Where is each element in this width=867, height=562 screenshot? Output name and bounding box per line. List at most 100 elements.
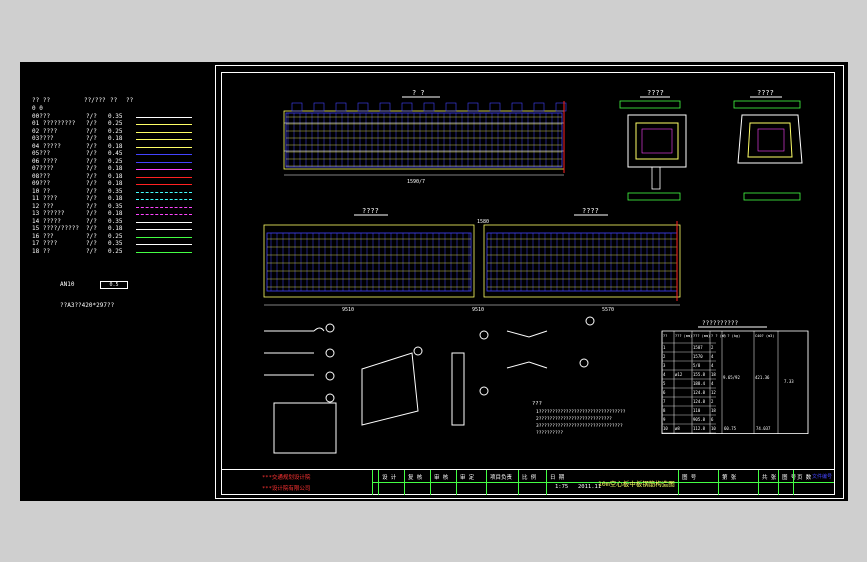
layer-name: 04 ????? — [32, 142, 61, 150]
layer-line-sample — [136, 169, 192, 170]
paper-size-note: ??A3??420*297?? — [60, 302, 115, 309]
date-value: 2011.11 — [578, 484, 602, 490]
layer-row: 04 ??????/?0.18 — [32, 142, 202, 152]
layer-name: 07???? — [32, 165, 54, 172]
layer-name: 01 ????????? — [32, 120, 76, 127]
title-block-cell: 第 张 — [722, 475, 737, 481]
table-cell: 110 — [693, 408, 701, 413]
drawing-sheet[interactable]: ? ? 1590/7 ???? — [215, 65, 844, 499]
layer-lineweight: ?/? — [86, 217, 97, 225]
table-cell: 124.8 — [693, 390, 706, 395]
layer-width: 0.18 — [108, 195, 123, 202]
layer-line-sample — [136, 146, 192, 148]
layer-row: 07?????/?0.18 — [32, 166, 202, 174]
layer-lineweight: ?/? — [86, 202, 97, 210]
title-block-cell: 审 定 — [460, 475, 475, 481]
table-cell: 1570 — [693, 354, 703, 359]
table-cell: 112.8 — [693, 426, 706, 431]
table-cell: 5/8 — [693, 363, 701, 368]
layer-row: 11 ?????/?0.18 — [32, 196, 202, 204]
layer-name: 05??? — [32, 150, 51, 157]
dim-bot-left: 9510 — [342, 307, 354, 313]
layer-lineweight: ?/? — [86, 187, 97, 195]
table-cell: 4 — [663, 372, 666, 377]
table-header: ? ? (kg) — [723, 334, 740, 338]
layer-line-sample — [136, 139, 192, 140]
stirrup-mark — [511, 102, 523, 112]
layer-lineweight: ?/? — [86, 127, 97, 135]
plan-view: ???? ???? 9510 9510 5570 1580 — [263, 207, 681, 313]
notes-block: ??? 1???????????????????????????????? 2?… — [532, 401, 626, 436]
scale-value: 1:75 — [555, 484, 569, 490]
layer-name: 18 ?? — [32, 247, 51, 255]
layer-line-sample — [136, 116, 192, 118]
section1-label: ???? — [362, 207, 379, 215]
layer-width: 0.25 — [108, 127, 123, 135]
layer-name: 03???? — [32, 135, 54, 142]
table-summary: 421.36 — [755, 375, 770, 380]
stirrup-mark — [379, 102, 391, 112]
table-cell: 5 — [663, 381, 666, 386]
rebar-details — [264, 316, 595, 454]
layer-row: 03?????/?0.18 — [32, 136, 202, 144]
cross-section-b: ???? — [733, 89, 803, 201]
layer-lineweight: ?/? — [86, 135, 97, 142]
layer-line-sample — [136, 161, 192, 163]
org-name-1: ***交通规划设计院 — [262, 475, 311, 481]
note-2: 2??????????????????????????? — [536, 416, 612, 422]
layer-line-sample — [136, 251, 192, 253]
drawing-title: 10m空心板中板钢筋构造图 — [598, 480, 675, 488]
layer-name: 09??? — [32, 180, 51, 187]
layer-lineweight: ?/? — [86, 195, 97, 202]
layer-width: 0.25 — [108, 120, 123, 127]
table-cell: 4 — [711, 381, 714, 386]
cross-section-a: ???? — [619, 89, 687, 201]
layer-row: 05????/?0.45 — [32, 151, 202, 159]
layer-name: 12 ??? — [32, 202, 54, 210]
title-block-cell: 页 数 — [797, 475, 812, 481]
layer-row: 08????/?0.18 — [32, 173, 202, 182]
scale-box: 0.5 — [100, 281, 128, 289]
layer-lineweight: ?/? — [86, 150, 97, 157]
layer-line-sample — [136, 206, 192, 208]
layer-line-sample — [136, 184, 192, 185]
section2-label: ???? — [582, 207, 599, 215]
layer-lineweight: ?/? — [86, 247, 97, 255]
layer-header-color: ?? — [126, 97, 134, 104]
table-cell: 6 — [663, 390, 666, 395]
table-cell: 188.4 — [693, 381, 706, 386]
layer-lineweight: ?/? — [86, 225, 97, 232]
title-block-cell: 图 号 — [782, 475, 797, 481]
layer-line-sample — [136, 154, 192, 155]
table-cell: 18 — [711, 372, 716, 377]
table-cell: 2 — [663, 354, 666, 359]
table-cell: 18 — [711, 408, 716, 413]
layer-width: 0.25 — [108, 157, 123, 165]
layer-row: 00????/?0.35 — [32, 113, 202, 122]
top-elevation-view: ? ? 1590/7 — [283, 89, 567, 185]
layer-name: 0 0 — [32, 105, 43, 112]
table-header: ? ? (m) — [711, 334, 726, 338]
table-cell: 155.8 — [693, 372, 706, 377]
layer-name: 17 ???? — [32, 240, 58, 247]
table-cell: 12 — [711, 390, 716, 395]
title-block-cell: 项目负责 — [490, 475, 513, 481]
layer-line-sample — [136, 221, 192, 223]
title-block-cell: 图 号 — [682, 475, 697, 481]
table-summary: 7.33 — [784, 379, 794, 384]
layer-line-sample — [136, 214, 192, 215]
org-name-2: ***设计院有限公司 — [262, 486, 311, 492]
layer-name: 06 ???? — [32, 157, 58, 165]
layer-width: 0.18 — [108, 225, 123, 232]
title-block-cell: 设 计 — [382, 475, 397, 481]
layer-line-sample — [136, 191, 192, 193]
table-cell: 10 — [663, 426, 668, 431]
layer-row: 01 ??????????/?0.25 — [32, 121, 202, 129]
layer-lineweight: ?/? — [86, 180, 97, 187]
dim-bot-mid: 9510 — [472, 307, 484, 313]
layer-line-sample — [136, 236, 192, 238]
table-cell: 124.8 — [693, 399, 706, 404]
table-header: ??? (mm) — [693, 334, 710, 338]
